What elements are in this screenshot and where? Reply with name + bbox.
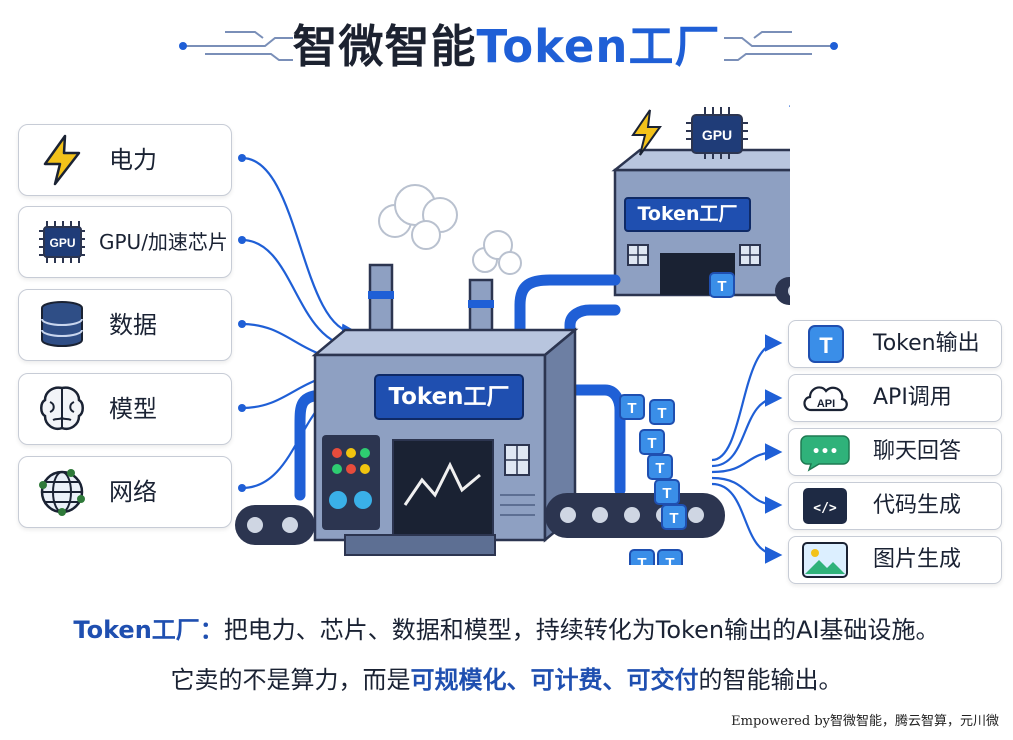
roof-gpu-chip-text: GPU <box>702 127 732 143</box>
token-block <box>661 504 687 530</box>
page-title: 智微智能Token工厂 <box>0 10 1013 75</box>
svg-text:</>: </> <box>813 501 837 516</box>
token-block <box>619 394 645 420</box>
token-icon: T <box>808 325 844 363</box>
smoke-clouds <box>378 184 522 275</box>
caption-line2-highlight: 可规模化、可计费、可交付 <box>410 666 699 694</box>
token-glyph: T <box>717 278 726 295</box>
token-glyph: T <box>637 555 646 565</box>
output-label-code: 代码生成 <box>873 493 962 518</box>
token-glyph: T <box>657 405 666 422</box>
caption-line2-a: 它卖的不是算力，而是 <box>170 666 411 694</box>
code-icon: </> <box>803 488 847 524</box>
small-conveyor <box>775 277 790 305</box>
database-icon <box>41 301 83 347</box>
roof-gpu-chip: GPU <box>686 107 748 159</box>
lightning-icon <box>43 134 81 186</box>
token-glyph: T <box>669 510 678 527</box>
small-factory-label: Token工厂 <box>637 203 738 225</box>
caption-line-2: 它卖的不是算力，而是可规模化、可计费、可交付的智能输出。 <box>0 660 1013 695</box>
token-block <box>657 549 683 565</box>
caption-heading: Token工厂： <box>73 616 224 644</box>
token-glyph: T <box>647 435 656 452</box>
input-label-network: 网络 <box>109 478 157 506</box>
input-label-power: 电力 <box>109 146 157 174</box>
input-card-model: 模型 <box>18 373 232 445</box>
token-block <box>649 399 675 425</box>
input-label-model: 模型 <box>109 395 157 423</box>
output-label-token: Token输出 <box>873 331 980 356</box>
input-label-data: 数据 <box>109 311 157 339</box>
image-icon <box>802 542 848 578</box>
token-glyph: T <box>655 460 664 477</box>
output-card-token: T Token输出 <box>788 320 1002 368</box>
input-label-gpu: GPU/加速芯片 <box>99 230 228 254</box>
caption-line1-text: 把电力、芯片、数据和模型，持续转化为Token输出的AI基础设施。 <box>223 616 940 644</box>
caption-line2-b: 的智能输出。 <box>698 666 843 694</box>
svg-text:API: API <box>817 398 835 410</box>
input-card-network: 网络 <box>18 456 232 528</box>
token-glyph: T <box>665 555 674 565</box>
chat-bubble-icon: ••• <box>800 435 850 472</box>
title-highlight: Token工厂 <box>476 20 721 73</box>
token-blocks: TTTTTTTTTTTTTTT <box>619 272 735 565</box>
brain-icon <box>40 386 84 430</box>
input-card-power: 电力 <box>18 124 232 196</box>
input-card-data: 数据 <box>18 289 232 361</box>
title-main: 智微智能 <box>292 20 477 73</box>
small-factory <box>611 148 790 297</box>
svg-text:T: T <box>819 333 833 358</box>
roof-lightning-icon <box>631 109 662 156</box>
credit-footer: Empowered by智微智能，腾云智算，元川微 <box>731 714 999 729</box>
gpu-chip-text: GPU <box>49 236 75 250</box>
main-factory <box>311 263 579 543</box>
output-label-image: 图片生成 <box>873 547 962 572</box>
main-factory-label: Token工厂 <box>388 384 510 410</box>
output-card-api: API API调用 <box>788 374 1002 422</box>
output-card-code: </> 代码生成 <box>788 482 1002 530</box>
output-card-image: 图片生成 <box>788 536 1002 584</box>
globe-network-icon <box>39 469 85 516</box>
api-cloud-icon: API <box>803 386 848 412</box>
token-block <box>709 272 735 298</box>
svg-text:•••: ••• <box>812 444 839 460</box>
caption-line-1: Token工厂：把电力、芯片、数据和模型，持续转化为Token输出的AI基础设施… <box>0 610 1013 645</box>
token-glyph: T <box>627 400 636 417</box>
output-label-chat: 聊天回答 <box>873 439 962 464</box>
token-block <box>629 549 655 565</box>
input-card-gpu: GPU GPU/加速芯片 <box>18 206 232 278</box>
output-label-api: API调用 <box>873 385 952 410</box>
gpu-chip-icon: GPU <box>39 221 85 263</box>
title-circuit-right-decoration <box>724 31 838 61</box>
title-circuit-left-decoration <box>179 31 293 61</box>
token-glyph: T <box>662 485 671 502</box>
factory-illustration: GPU <box>235 104 790 565</box>
output-card-chat: ••• 聊天回答 <box>788 428 1002 476</box>
